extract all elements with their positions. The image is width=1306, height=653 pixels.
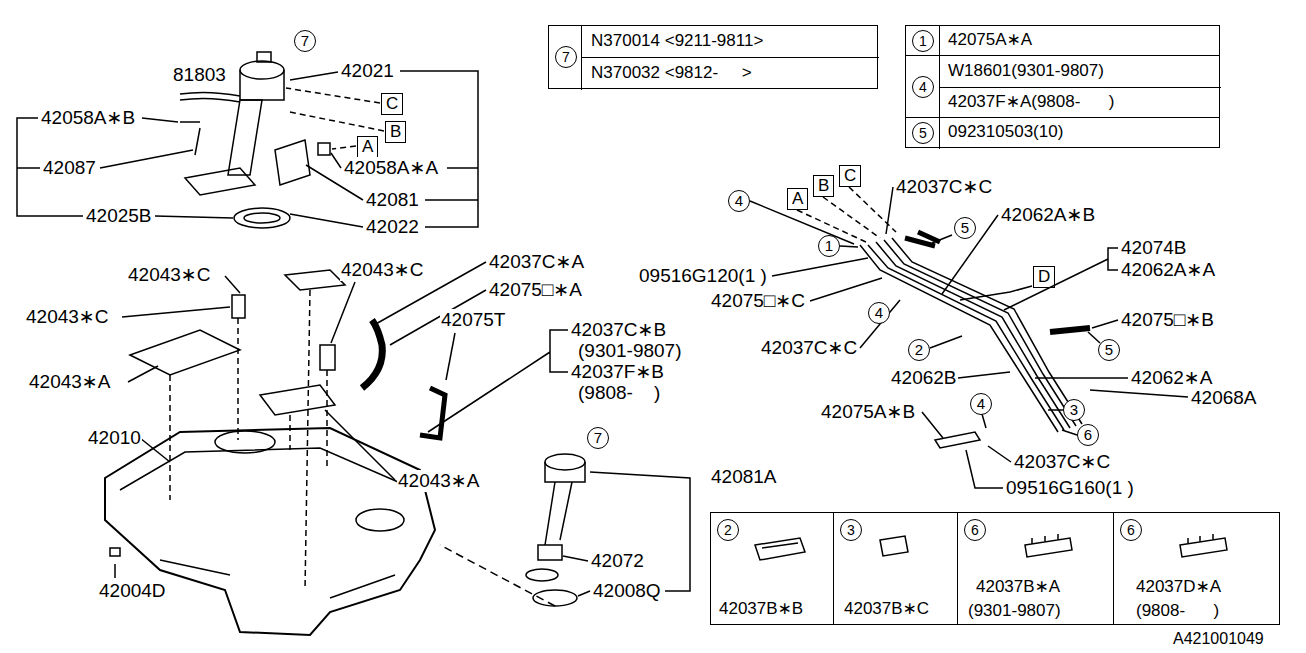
part-number: 42037D∗A (1136, 577, 1221, 597)
callout-number: 4 (912, 76, 934, 98)
callout-number: 4 (868, 302, 890, 324)
part-number: C (844, 166, 856, 186)
part-number: 42081 (365, 189, 420, 211)
part-number: 42037C∗C (1013, 451, 1111, 473)
table-rule (581, 57, 879, 58)
part-number: C (386, 94, 398, 114)
callout-number: 1 (818, 235, 840, 257)
part-number: 42087 (42, 157, 97, 179)
table-rule (939, 87, 1221, 88)
table-rule (939, 118, 940, 149)
part-number: 42081A (710, 466, 778, 488)
callout-number: 7 (587, 427, 609, 449)
part-number: 42072 (590, 550, 645, 572)
part-number: 42075A∗A (948, 30, 1032, 50)
callout-number: 2 (717, 519, 739, 541)
table-cell: 4 W18601(9301-9807) 42037F∗A(9808- ) (905, 55, 1220, 118)
part-number: 42062∗A (1130, 367, 1213, 389)
callout-number: 5 (954, 217, 976, 239)
letter-box: B (813, 175, 834, 197)
letter-box: A (787, 188, 808, 210)
part-number: (9301-9807) (968, 601, 1061, 621)
part-number: 42004D (98, 580, 167, 602)
part-number: 42010 (87, 427, 142, 449)
part-number: 42075□∗A (488, 279, 583, 301)
callout-number: 6 (964, 519, 986, 541)
part-number: 81803 (172, 64, 227, 86)
callout-number: 3 (1063, 399, 1085, 421)
part-number: (9808- ) (577, 382, 661, 404)
part-number: 42075□∗C (710, 290, 806, 312)
part-number: 42021 (340, 60, 395, 82)
callout-number: 2 (908, 339, 930, 361)
callout-number: 7 (555, 46, 577, 68)
callout-number: 4 (970, 393, 992, 415)
part-number: 42037F∗B (570, 361, 665, 383)
part-number: 42075A∗B (820, 401, 916, 423)
callout-number: 4 (728, 190, 750, 212)
part-number: 42068A (1190, 387, 1258, 409)
part-number: B (818, 176, 829, 196)
part-number: 42037B∗C (844, 599, 929, 619)
part-number: (9301-9807) (577, 340, 683, 362)
part-number: 42037C∗B (570, 319, 667, 341)
part-number: 42025B (85, 205, 153, 227)
callout-number: 1 (912, 30, 934, 52)
table-cell: 1 42075A∗A (905, 25, 1220, 56)
part-number: A (792, 189, 803, 209)
part-number: A (362, 137, 373, 157)
table-cell: 7 N370014 <9211-9811> N370032 <9812- > (548, 25, 878, 89)
letter-box: C (381, 93, 403, 115)
part-number: 42043∗C (25, 306, 109, 328)
letter-box: A (357, 136, 378, 158)
part-number: 42075□∗B (1120, 309, 1215, 331)
hose (180, 92, 240, 102)
table-cell: 6 42037D∗A (9808- ) (1113, 512, 1280, 625)
part-number: 42058A∗B (40, 107, 136, 129)
table-rule (581, 26, 582, 90)
part-number: 42022 (365, 216, 420, 238)
table-rule (939, 26, 940, 57)
callout-number: 5 (912, 122, 934, 144)
callout-number: 6 (1120, 519, 1142, 541)
callout-number: 7 (294, 30, 316, 52)
part-number: N370014 <9211-9811> (591, 31, 763, 51)
part-number: 42075T (440, 309, 506, 331)
part-number: 09516G160(1 ) (1005, 477, 1135, 499)
part-number: 09516G120(1 ) (638, 265, 768, 287)
part-number: 092310503(10) (948, 122, 1063, 142)
drawing-number: A421001049 (1172, 630, 1265, 648)
part-number: 42043∗A (397, 470, 480, 492)
part-number: N370032 <9812- > (591, 63, 752, 83)
part-number: W18601(9301-9807) (948, 61, 1104, 81)
part-number: 42037F∗A(9808- ) (948, 92, 1114, 112)
part-number: 42043∗C (127, 264, 211, 286)
table-cell: 6 42037B∗A (9301-9807) (957, 512, 1114, 625)
part-number: 42037C∗C (895, 176, 993, 198)
letter-box: C (839, 165, 861, 187)
part-number: 42058A∗A (343, 157, 439, 179)
part-number: 42043∗C (340, 259, 424, 281)
part-number: 42062A∗A (1120, 259, 1216, 281)
table-cell: 3 42037B∗C (833, 512, 958, 625)
part-number: B (390, 122, 401, 142)
part-number: 42043∗A (28, 371, 111, 393)
part-number: 42037B∗A (976, 577, 1060, 597)
table-cell: 5 092310503(10) (905, 117, 1220, 148)
part-number: 42062B (890, 367, 958, 389)
part-number: 42008Q (592, 580, 662, 602)
part-number: 42037C∗A (488, 251, 585, 273)
part-number: (9808- ) (1136, 601, 1219, 621)
callout-number: 3 (840, 519, 862, 541)
part-number: D (1038, 267, 1050, 287)
letter-box: B (385, 121, 406, 143)
letter-box: D (1033, 266, 1055, 288)
callout-number: 5 (1098, 339, 1120, 361)
part-number: 42074B (1120, 237, 1188, 259)
part-number: 42062A∗B (1000, 204, 1096, 226)
table-cell: 2 42037B∗B (710, 512, 834, 625)
part-number: 42037B∗B (719, 599, 803, 619)
part-number: 42037C∗C (760, 337, 858, 359)
callout-number: 6 (1077, 424, 1099, 446)
